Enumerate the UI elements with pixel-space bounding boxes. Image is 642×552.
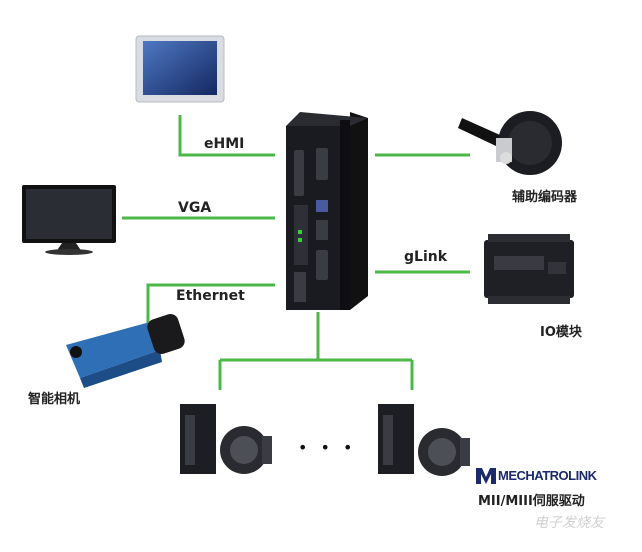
- ellipsis: • • •: [298, 438, 357, 457]
- ehmi-panel-icon: [135, 35, 225, 103]
- io-module-icon: [484, 234, 574, 304]
- label-camera: 智能相机: [28, 392, 81, 407]
- label-glink: gLink: [404, 249, 448, 265]
- mechatrolink-logo-text: MECHATROLINK: [498, 468, 597, 483]
- smart-camera-icon: [66, 314, 185, 388]
- label-encoder: 辅助编码器: [512, 190, 578, 205]
- line-ehmi: [178, 115, 275, 157]
- label-servo: MII/MIII伺服驱动: [478, 494, 585, 509]
- label-ehmi: eHMI: [204, 136, 245, 152]
- monitor-icon: [22, 185, 116, 255]
- servo-group-right-icon: [378, 404, 470, 476]
- label-io: IO模块: [540, 325, 582, 340]
- controller-icon: [286, 112, 368, 310]
- watermark: 电子发烧友: [534, 515, 604, 531]
- mechatrolink-logo-icon: [476, 468, 496, 484]
- line-ethernet: [146, 283, 275, 330]
- label-ethernet: Ethernet: [176, 288, 245, 304]
- label-vga: VGA: [178, 200, 212, 216]
- encoder-icon: [458, 111, 562, 175]
- servo-group-left-icon: [180, 404, 272, 474]
- connection-lines: [122, 115, 470, 390]
